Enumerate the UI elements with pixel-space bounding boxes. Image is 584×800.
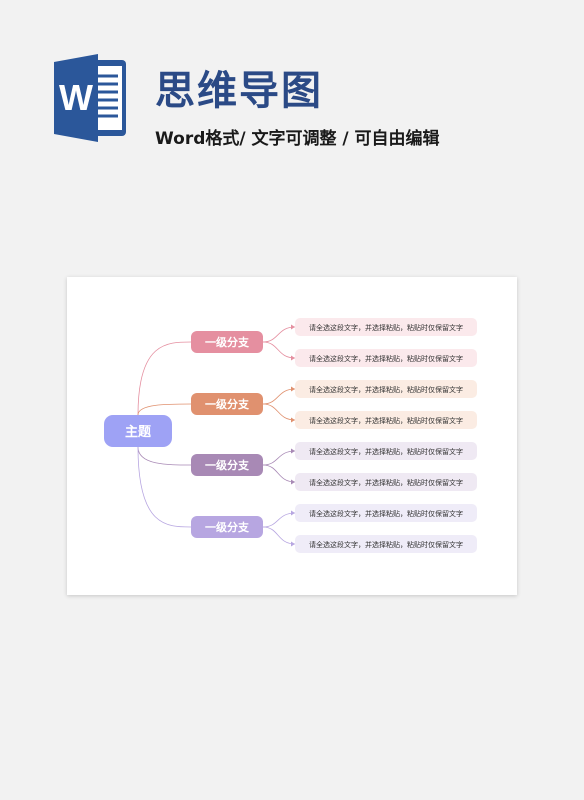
leaf-text: 请全选这段文字，并选择粘贴，粘贴时仅保留文字 xyxy=(309,540,463,549)
branch-label: 一级分支 xyxy=(205,397,250,411)
connector-arrow xyxy=(291,510,295,516)
connector-line xyxy=(262,450,296,466)
page-subtitle: Word格式/ 文字可调整 / 可自由编辑 xyxy=(155,129,440,149)
connector-line xyxy=(262,464,296,483)
connector-arrow xyxy=(291,417,295,423)
connector-arrow xyxy=(291,355,295,361)
leaf-node[interactable]: 请全选这段文字，并选择粘贴，粘贴时仅保留文字 xyxy=(295,504,477,522)
leaf-node[interactable]: 请全选这段文字，并选择粘贴，粘贴时仅保留文字 xyxy=(295,380,477,398)
mindmap-card: 主题 一级分支 请全选这段文字，并选择粘贴，粘贴时仅保留文字 请全选这段文字，并… xyxy=(67,277,517,595)
leaf-node[interactable]: 请全选这段文字，并选择粘贴，粘贴时仅保留文字 xyxy=(295,349,477,367)
connector-line xyxy=(262,341,296,359)
leaf-node[interactable]: 请全选这段文字，并选择粘贴，粘贴时仅保留文字 xyxy=(295,442,477,460)
connector-line xyxy=(137,446,192,466)
mindmap: 主题 一级分支 请全选这段文字，并选择粘贴，粘贴时仅保留文字 请全选这段文字，并… xyxy=(104,318,477,553)
branch-node-bg xyxy=(191,454,263,476)
connector-arrow xyxy=(291,386,295,392)
branch-node-bg xyxy=(191,331,263,353)
leaf-text: 请全选这段文字，并选择粘贴，粘贴时仅保留文字 xyxy=(309,447,463,456)
connector-line xyxy=(137,341,192,416)
leaf-node[interactable]: 请全选这段文字，并选择粘贴，粘贴时仅保留文字 xyxy=(295,411,477,429)
leaf-text: 请全选这段文字，并选择粘贴，粘贴时仅保留文字 xyxy=(309,323,463,332)
branch-label: 一级分支 xyxy=(205,458,250,472)
leaf-node[interactable]: 请全选这段文字，并选择粘贴，粘贴时仅保留文字 xyxy=(295,473,477,491)
leaf-text: 请全选这段文字，并选择粘贴，粘贴时仅保留文字 xyxy=(309,385,463,394)
root-label: 主题 xyxy=(125,424,152,440)
leaf-node-bg xyxy=(295,318,477,336)
leaf-node-bg xyxy=(295,442,477,460)
svg-text:W: W xyxy=(59,77,93,118)
word-logo-icon: W xyxy=(54,54,126,142)
connector-line xyxy=(262,526,296,545)
branch-node[interactable]: 一级分支 xyxy=(191,331,263,353)
connector-line xyxy=(262,512,296,528)
leaf-node-bg xyxy=(295,473,477,491)
connector-arrow xyxy=(291,448,295,454)
branch-node[interactable]: 一级分支 xyxy=(191,393,263,415)
connector-arrow xyxy=(291,479,295,485)
branch-node[interactable]: 一级分支 xyxy=(191,454,263,476)
root-node[interactable]: 主题 xyxy=(104,415,172,447)
leaf-text: 请全选这段文字，并选择粘贴，粘贴时仅保留文字 xyxy=(309,354,463,363)
branch-node-bg xyxy=(191,393,263,415)
leaf-node-bg xyxy=(295,411,477,429)
leaf-text: 请全选这段文字，并选择粘贴，粘贴时仅保留文字 xyxy=(309,478,463,487)
connector-arrow xyxy=(291,541,295,547)
branch-node-bg xyxy=(191,516,263,538)
branch-label: 一级分支 xyxy=(205,335,250,349)
leaf-node-bg xyxy=(295,504,477,522)
connector-line xyxy=(137,403,192,416)
connector-line xyxy=(262,403,296,421)
connector-line xyxy=(262,326,296,343)
branch-label: 一级分支 xyxy=(205,520,250,534)
connector-line xyxy=(137,446,192,528)
leaf-node[interactable]: 请全选这段文字，并选择粘贴，粘贴时仅保留文字 xyxy=(295,535,477,553)
leaf-node[interactable]: 请全选这段文字，并选择粘贴，粘贴时仅保留文字 xyxy=(295,318,477,336)
leaf-node-bg xyxy=(295,535,477,553)
root-node-bg xyxy=(104,415,172,447)
leaf-text: 请全选这段文字，并选择粘贴，粘贴时仅保留文字 xyxy=(309,509,463,518)
branch-node[interactable]: 一级分支 xyxy=(191,516,263,538)
connector-arrow xyxy=(291,324,295,330)
page-title: 思维导图 xyxy=(155,68,323,114)
leaf-text: 请全选这段文字，并选择粘贴，粘贴时仅保留文字 xyxy=(309,416,463,425)
connector-line xyxy=(262,388,296,405)
leaf-node-bg xyxy=(295,349,477,367)
leaf-node-bg xyxy=(295,380,477,398)
